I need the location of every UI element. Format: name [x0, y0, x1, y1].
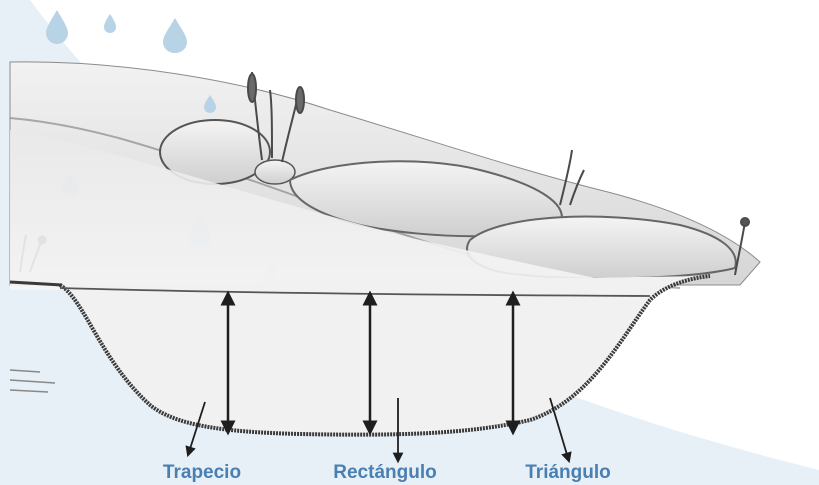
- label-trapecio: Trapecio: [163, 462, 241, 484]
- label-rectangulo: Rectángulo: [333, 462, 436, 484]
- rock-small: [255, 160, 295, 184]
- label-triangulo: Triángulo: [525, 462, 611, 484]
